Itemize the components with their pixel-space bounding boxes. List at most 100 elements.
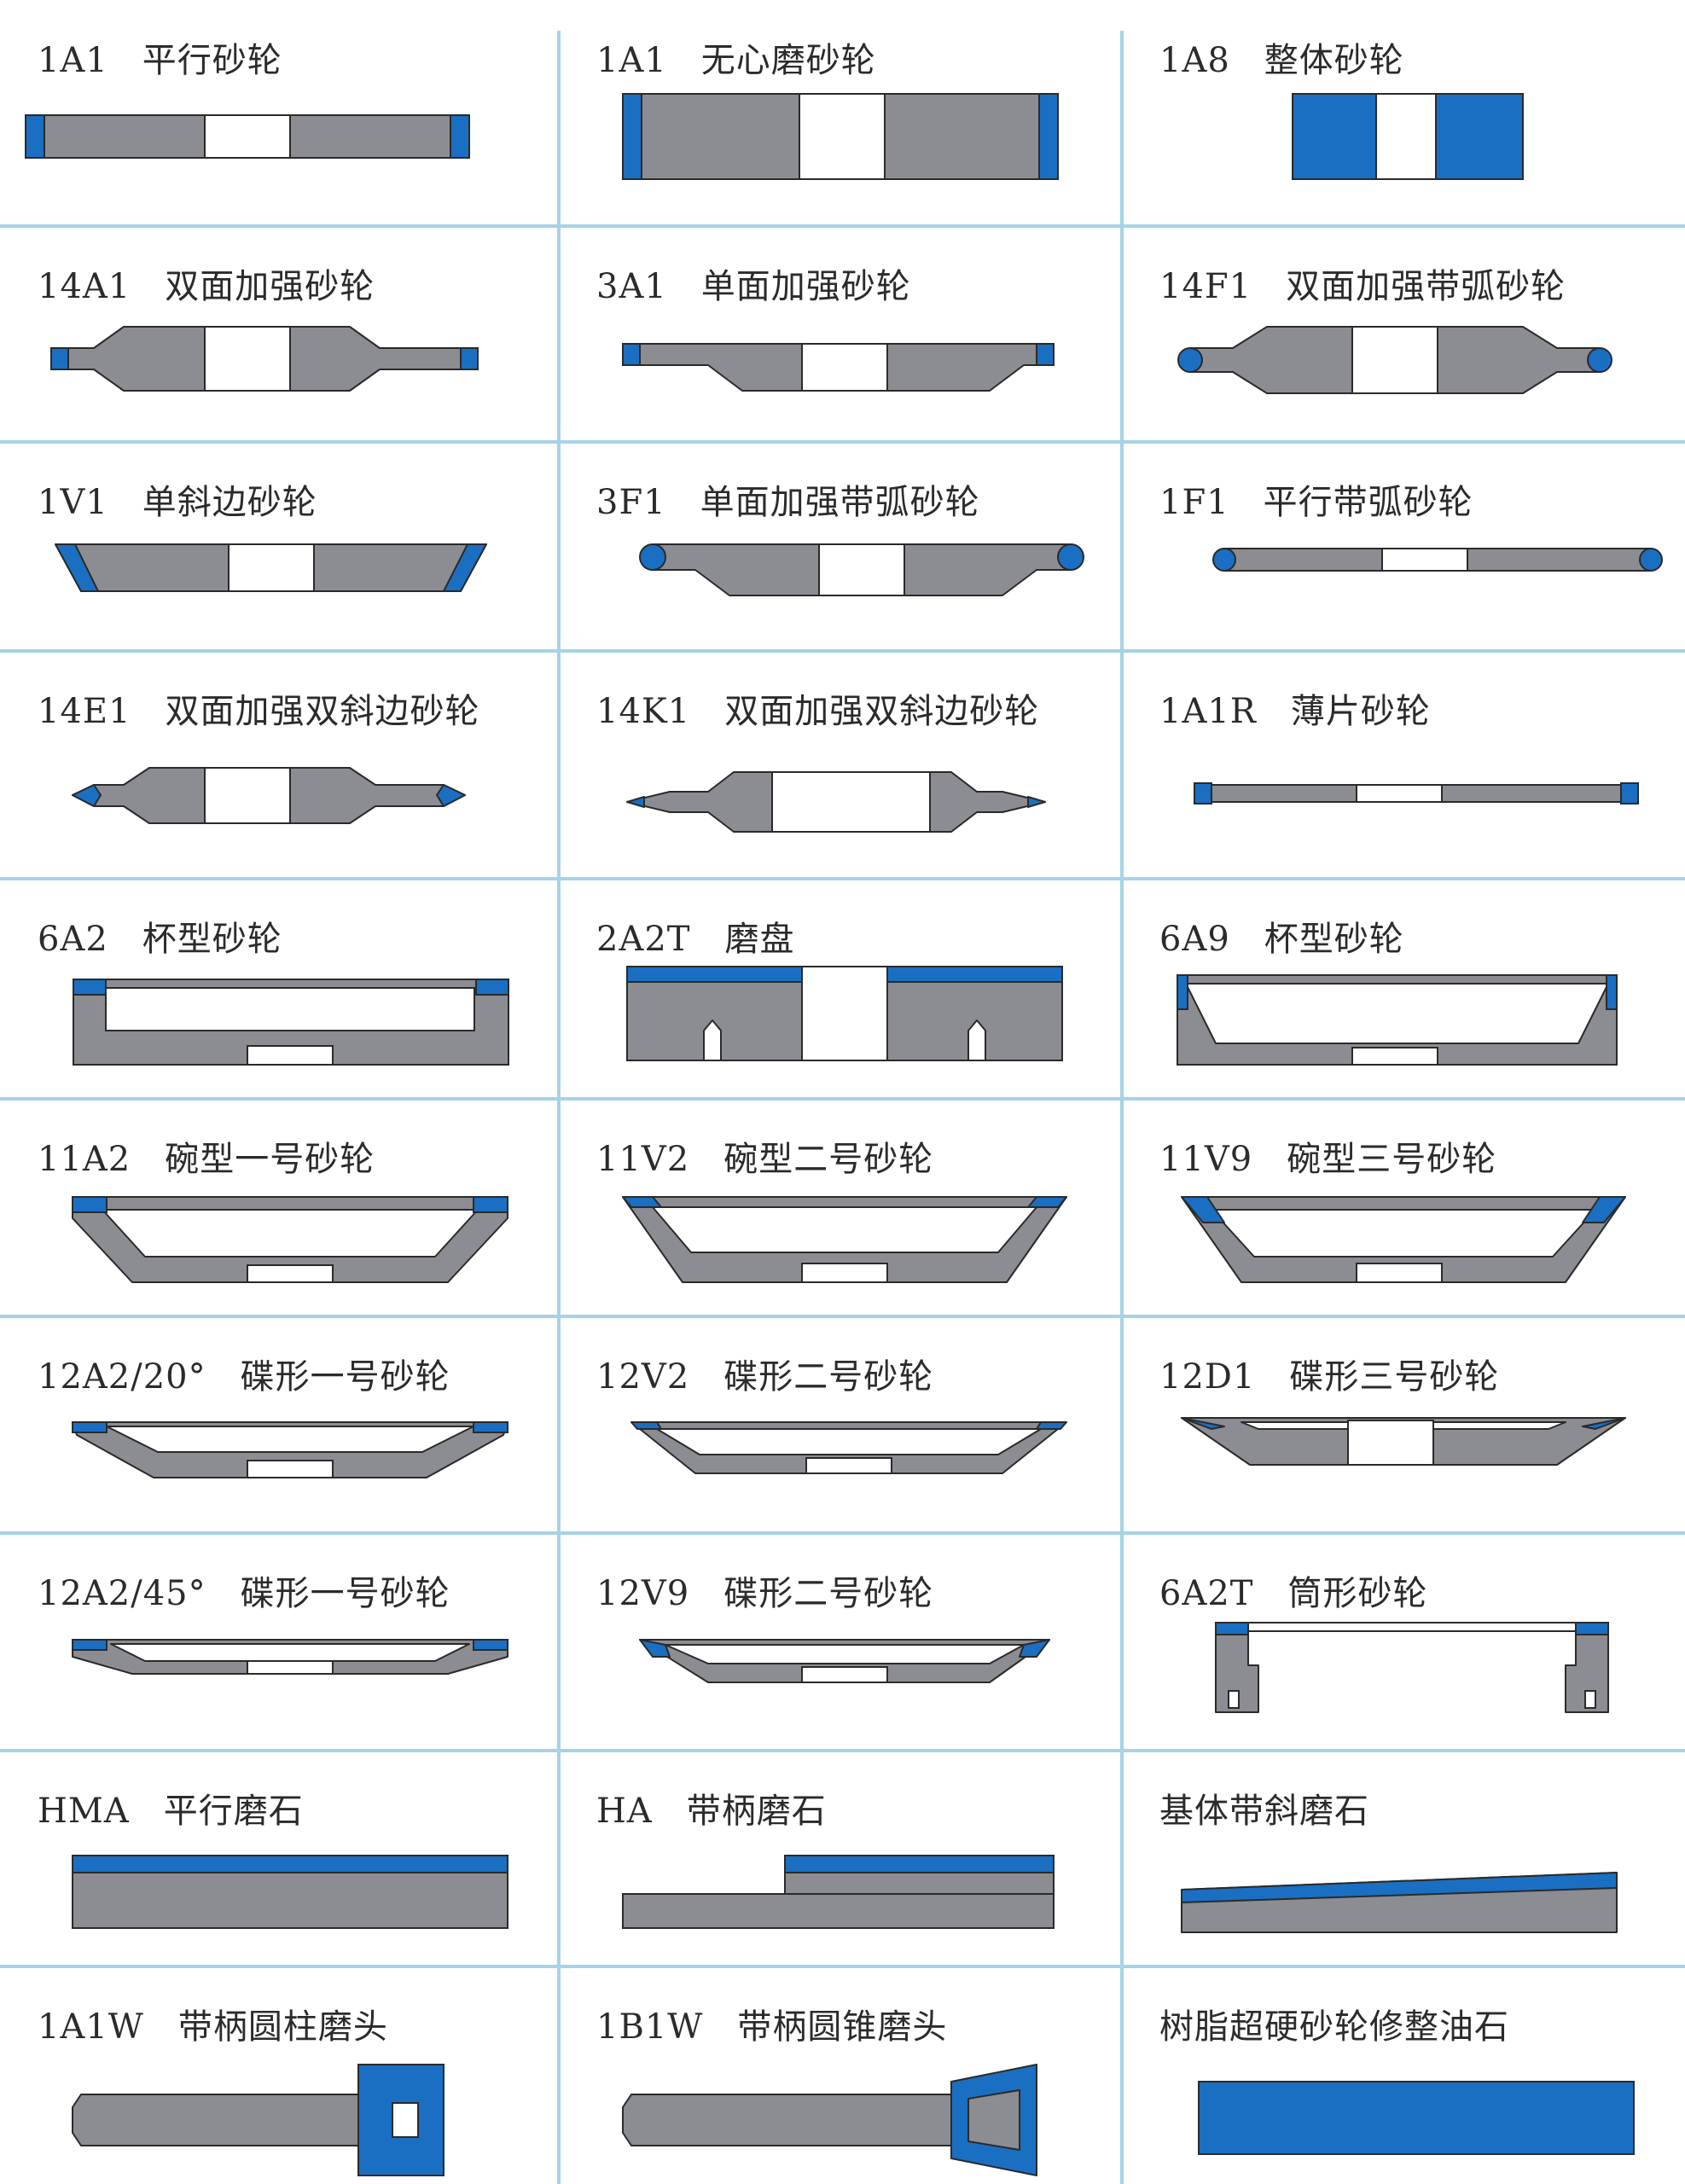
abrasive-rim bbox=[460, 347, 479, 370]
abrasive-point bbox=[72, 784, 102, 807]
wheel-name: 碟形三号砂轮 bbox=[1289, 1357, 1500, 1397]
wheel-profile-1A8 bbox=[1292, 93, 1524, 180]
wheel-name: 碟形二号砂轮 bbox=[723, 1574, 934, 1613]
bore bbox=[1351, 1047, 1438, 1066]
wheel-profile-3A1 bbox=[622, 343, 1055, 392]
wheel-profile-14K1 bbox=[626, 771, 1046, 833]
abrasive-rim bbox=[1177, 974, 1188, 1010]
wheel-profile-14F1 bbox=[1177, 326, 1612, 394]
wheel-code: 1F1 bbox=[1159, 483, 1229, 522]
abrasive-arc bbox=[1212, 548, 1236, 572]
wheel-profile-14E1 bbox=[72, 767, 466, 824]
mount-hole bbox=[1228, 1690, 1240, 1709]
abrasive-rim bbox=[50, 347, 69, 370]
wheel-label: 12D1 碟形三号砂轮 bbox=[1159, 1349, 1499, 1398]
wheel-code: 12D1 bbox=[1159, 1357, 1256, 1397]
wheel-name: 基体带斜磨石 bbox=[1159, 1792, 1369, 1831]
abrasive-layer bbox=[1181, 1872, 1618, 1903]
wheel-code: 3A1 bbox=[596, 267, 667, 306]
bore bbox=[1356, 1263, 1443, 1283]
wheel-profile-6A9 bbox=[1177, 974, 1618, 1066]
wheel-code: 11V2 bbox=[596, 1140, 690, 1179]
wheel-code: 1V1 bbox=[38, 483, 108, 522]
dressing-stone bbox=[1198, 2081, 1635, 2155]
wheel-code: 11A2 bbox=[38, 1140, 131, 1179]
wheel-code: 12A2/45° bbox=[38, 1574, 206, 1613]
wheel-code: 3F1 bbox=[596, 483, 666, 522]
abrasive-arc bbox=[1587, 347, 1612, 373]
bore bbox=[228, 543, 315, 592]
wheel-name: 杯型砂轮 bbox=[142, 920, 282, 959]
wheel-profile-12V9 bbox=[639, 1639, 1050, 1683]
bore bbox=[799, 93, 886, 180]
dish-recess bbox=[656, 1428, 1042, 1455]
row-divider bbox=[0, 1531, 1685, 1535]
wheel-name: 树脂超硬砂轮修整油石 bbox=[1159, 2007, 1509, 2047]
bore bbox=[818, 543, 905, 596]
wheel-code: 14F1 bbox=[1159, 267, 1252, 306]
wheel-code: 12V2 bbox=[596, 1357, 690, 1397]
row-divider bbox=[0, 224, 1685, 228]
wheel-profile-1V1 bbox=[55, 543, 487, 592]
head-recess bbox=[392, 2102, 419, 2138]
bore bbox=[247, 1045, 334, 1066]
wheel-profile-1A1 bbox=[25, 114, 470, 159]
wheel-code: 6A2 bbox=[38, 920, 108, 959]
wheel-label: 12A2/20°碟形一号砂轮 bbox=[38, 1349, 450, 1398]
abrasive-rim bbox=[25, 114, 45, 159]
wheel-code: 1A8 bbox=[1159, 41, 1230, 80]
wheel-code: 1A1R bbox=[1159, 692, 1257, 731]
bore bbox=[204, 114, 291, 159]
wheel-label: 6A2 杯型砂轮 bbox=[38, 911, 282, 961]
abrasive-layer bbox=[72, 1855, 508, 1873]
bore bbox=[247, 1660, 334, 1675]
wheel-label: 基体带斜磨石 bbox=[1159, 1783, 1369, 1833]
bowl-recess bbox=[1211, 1209, 1596, 1258]
bore bbox=[805, 1457, 892, 1474]
wheel-name: 双面加强砂轮 bbox=[165, 267, 375, 306]
bore bbox=[801, 1666, 888, 1683]
wheel-name: 双面加强双斜边砂轮 bbox=[165, 692, 480, 731]
row-divider bbox=[0, 649, 1685, 653]
wheel-code: 14K1 bbox=[596, 692, 691, 731]
bore bbox=[771, 771, 931, 833]
abrasive-rim bbox=[1575, 1622, 1609, 1635]
abrasive-point bbox=[436, 784, 466, 807]
wheel-code: 1A1 bbox=[596, 41, 667, 80]
abrasive-layer bbox=[784, 1855, 1055, 1873]
abrasive-rim bbox=[1019, 1639, 1050, 1658]
dish-recess bbox=[665, 1644, 1025, 1664]
tube-top bbox=[1247, 1622, 1577, 1632]
column-divider bbox=[1120, 31, 1124, 2184]
wheel-name: 碟形一号砂轮 bbox=[240, 1574, 450, 1613]
abrasive-rim bbox=[72, 1639, 107, 1651]
row-divider bbox=[0, 877, 1685, 880]
bore bbox=[1347, 1420, 1434, 1466]
mount-hole bbox=[1584, 1690, 1596, 1709]
abrasive-point bbox=[626, 796, 645, 808]
wheel-profile-12D1 bbox=[1181, 1417, 1626, 1466]
abrasive-rim bbox=[1620, 782, 1639, 804]
abrasive-rim bbox=[1215, 1622, 1249, 1635]
wheel-code: 1B1W bbox=[596, 2007, 704, 2047]
bore bbox=[801, 1263, 888, 1283]
mount-hole bbox=[967, 1019, 986, 1061]
abrasive-rim bbox=[622, 93, 642, 180]
bore bbox=[204, 767, 291, 824]
